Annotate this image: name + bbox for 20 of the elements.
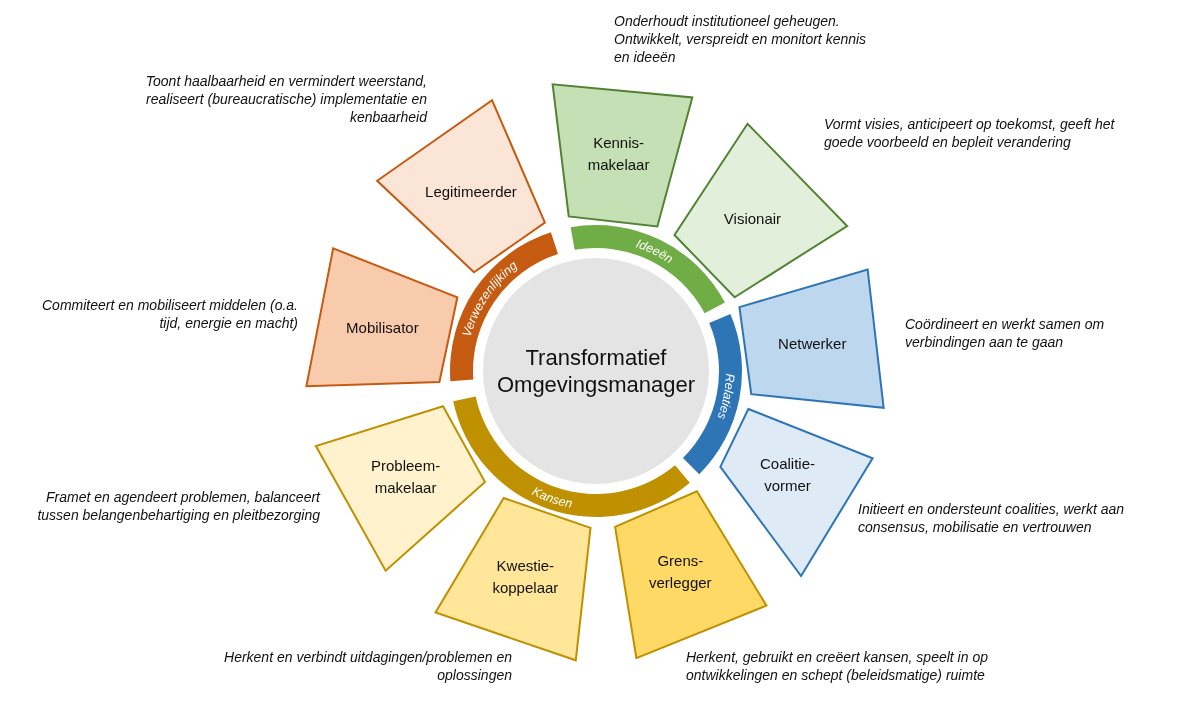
role-description: Initieert en ondersteunt coalities, werkt aan consensus, mobilisatie en vertrouwen [858, 500, 1126, 537]
role-label: Visionair [723, 209, 782, 230]
role-description: Onderhoudt institutioneel geheugen. Ontwikkelt, verspreidt en monitort kennis en ideeën [614, 12, 868, 67]
role-label: Netwerker [778, 333, 847, 354]
role-description: Framet en agendeert problemen, balanceert tussen belangenbehartiging en pleitbezorging [36, 488, 320, 525]
center-title: Transformatief Omgevingsmanager [496, 343, 696, 399]
role-label: Kwestie- koppelaar [492, 556, 559, 599]
role-description: Herkent, gebruikt en creëert kansen, speelt in op ontwikkelingen en schept (beleidsmatige) ruimte [686, 648, 989, 685]
role-label: Coalitie- vormer [760, 454, 816, 497]
category-label: Kansen [529, 484, 574, 511]
role-label: Grens- verlegger [649, 551, 712, 594]
role-label: Kennis- makelaar [587, 133, 650, 176]
role-description: Herkent en verbindt uitdagingen/problemen en oplossingen [223, 648, 512, 685]
role-description: Toont haalbaarheid en vermindert weerstand, realiseert (bureaucratische) implementatie en kenbaarheid [144, 72, 427, 127]
role-description: Commiteert en mobiliseert middelen (o.a. tijd, energie en macht) [41, 296, 298, 333]
role-label: Probleem- makelaar [370, 456, 441, 499]
role-description: Coördineert en werkt samen om verbindingen aan te gaan [905, 315, 1106, 352]
role-label: Mobilisator [346, 317, 419, 338]
role-label: Legitimeerder [425, 182, 517, 203]
role-description: Vormt visies, anticipeert op toekomst, geeft het goede voorbeeld en bepleit verandering [824, 115, 1116, 152]
